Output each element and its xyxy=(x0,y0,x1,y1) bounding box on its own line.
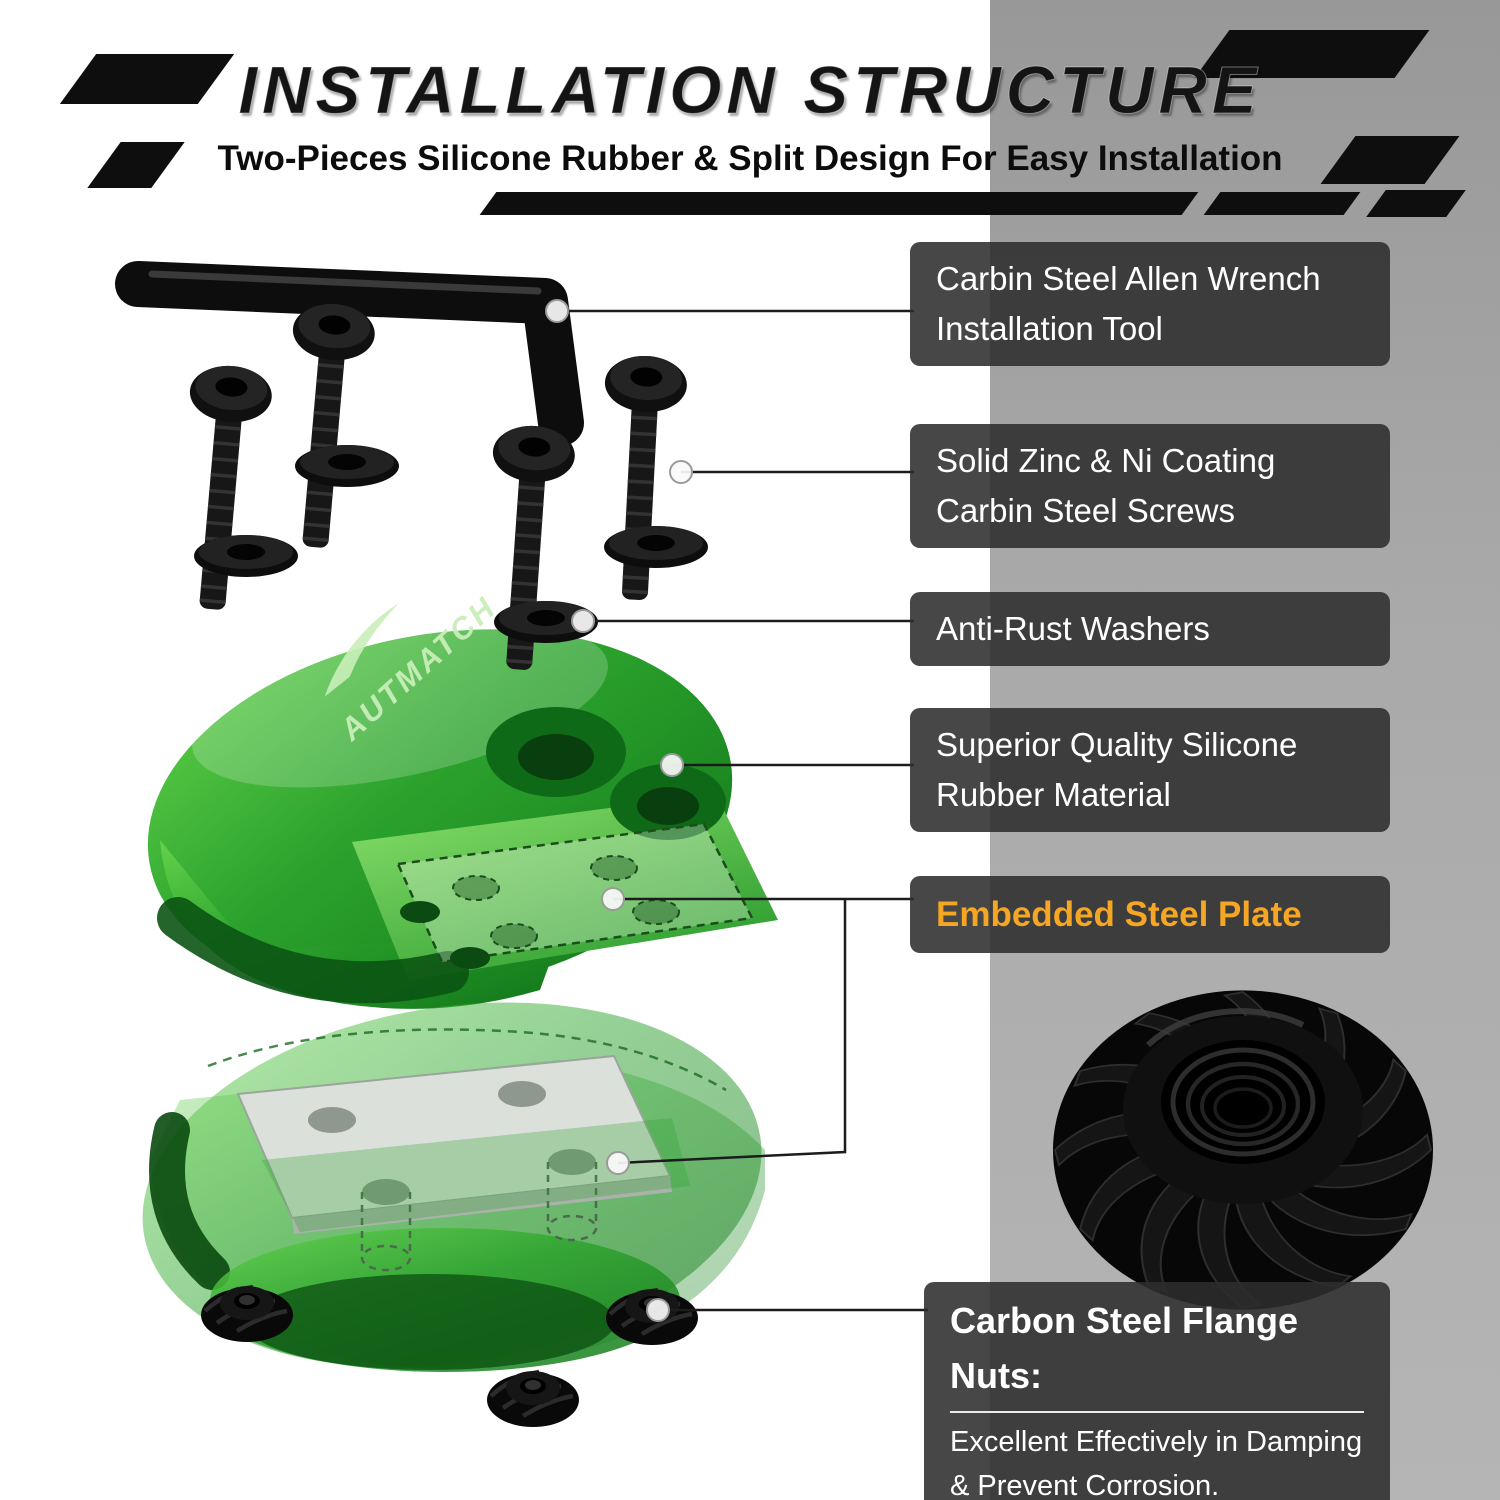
callout-text-line: Solid Zinc & Ni Coating xyxy=(936,442,1276,479)
page-title: INSTALLATION STRUCTURE xyxy=(238,53,1262,129)
screw xyxy=(272,298,379,553)
silicone-upper-half: AUTMATCH xyxy=(147,589,778,1009)
callout-text-line: Installation Tool xyxy=(936,310,1163,348)
callout-flange-nuts: Carbon Steel Flange Nuts: Excellent Effe… xyxy=(924,1282,1390,1500)
callout-washers: Anti-Rust Washers xyxy=(910,592,1390,667)
callout-silicone-rubber: Superior Quality Silicone Rubber Materia… xyxy=(910,708,1390,833)
leader-lines xyxy=(557,309,928,1312)
cable-groove xyxy=(149,1112,230,1290)
screws-and-washers xyxy=(169,298,708,675)
callout-text-line: Anti-Rust Washers xyxy=(936,610,1210,647)
page-subtitle: Two-Pieces Silicone Rubber & Split Desig… xyxy=(217,139,1283,178)
washer xyxy=(295,445,399,487)
flange-nut-closeup xyxy=(1053,990,1433,1310)
callout-markers xyxy=(545,299,693,1322)
brand-logo-swoosh-icon xyxy=(324,602,399,697)
washer xyxy=(194,535,298,577)
callout-text-line: & Prevent Corrosion. xyxy=(950,1469,1220,1500)
embedded-steel-plate-upper xyxy=(396,822,754,964)
silicone-lower-half xyxy=(142,1002,765,1372)
callout-text-line: Excellent Effectively in Damping xyxy=(950,1426,1363,1459)
callout-text-line: Rubber Material xyxy=(936,776,1171,814)
callout-text-line: Superior Quality Silicone xyxy=(936,726,1298,763)
embedded-steel-plate-lower xyxy=(236,1054,672,1272)
callout-title: Carbon Steel Flange Nuts: xyxy=(950,1294,1364,1414)
washer xyxy=(604,526,708,568)
callout-screws: Solid Zinc & Ni Coating Carbin Steel Scr… xyxy=(910,424,1390,549)
callout-text-line: Embedded Steel Plate xyxy=(936,895,1302,934)
callout-allen-wrench: Carbin Steel Allen Wrench Installation T… xyxy=(910,242,1390,367)
cable-groove xyxy=(157,897,469,1004)
callout-text-line: Carbin Steel Screws xyxy=(936,492,1235,530)
allen-wrench xyxy=(115,261,584,446)
flange-nut xyxy=(487,1371,579,1427)
callout-text-line: Carbin Steel Allen Wrench xyxy=(936,260,1321,297)
callout-steel-plate: Embedded Steel Plate xyxy=(910,876,1390,954)
